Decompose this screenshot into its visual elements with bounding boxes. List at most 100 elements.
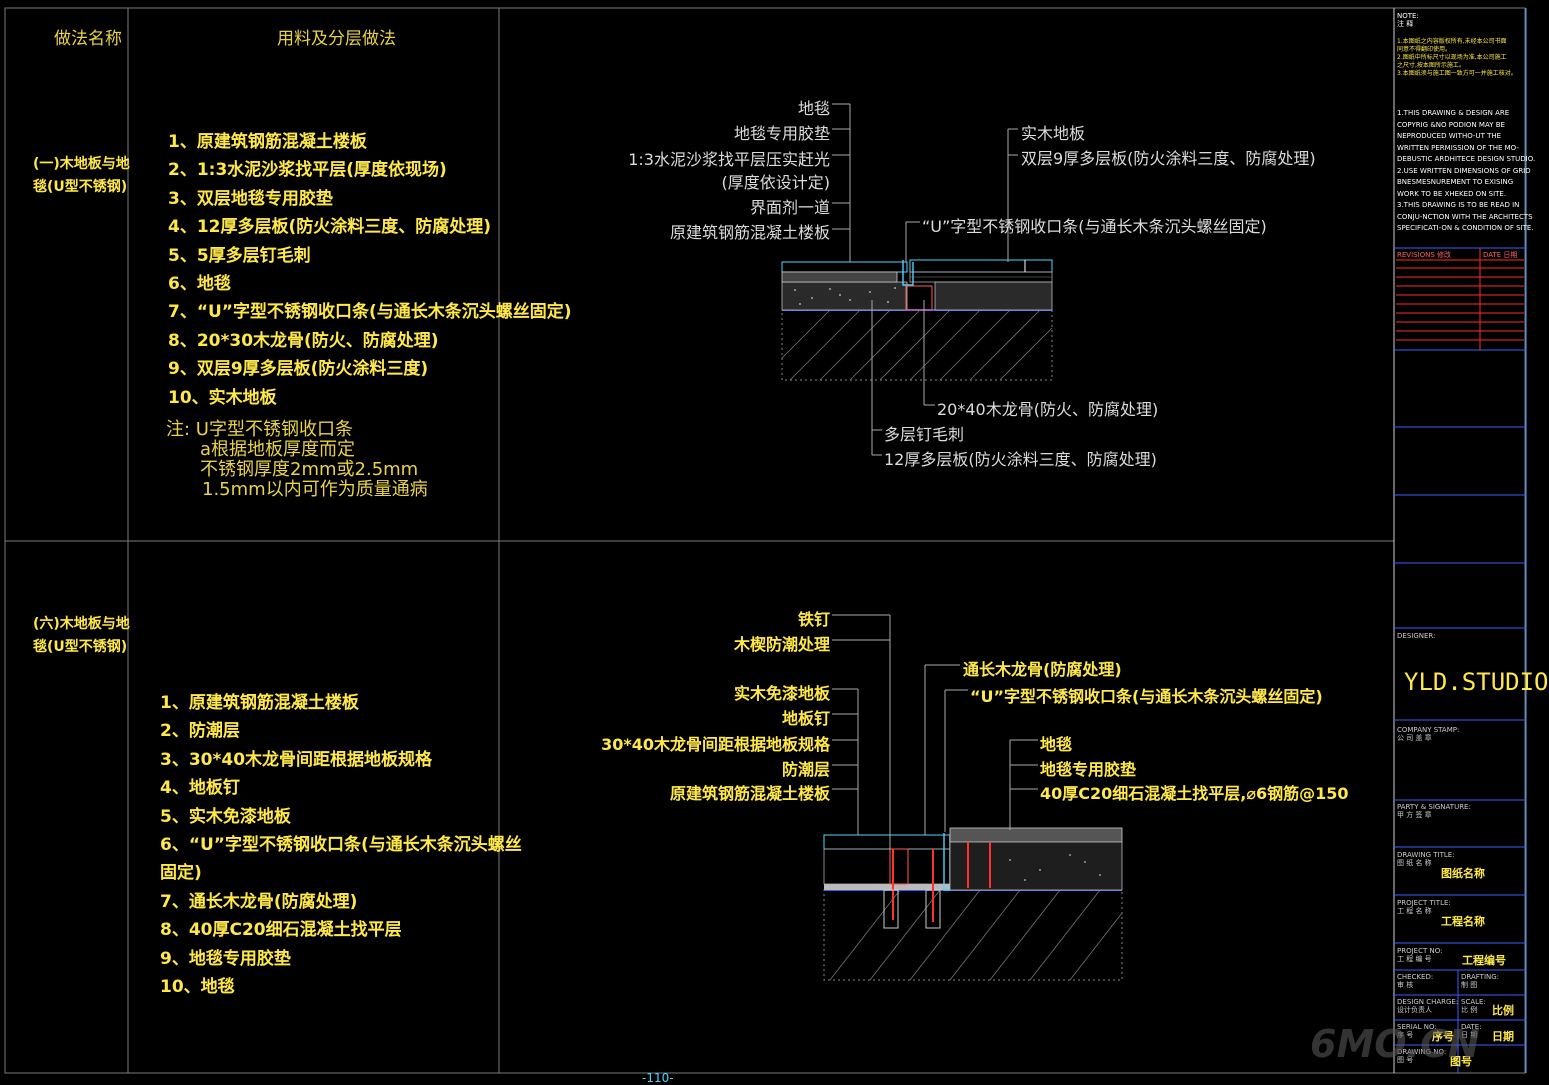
note-line: 不锈钢厚度2mm或2.5mm <box>200 459 419 480</box>
tb-notes-cn: 1.本图纸之内容版权所有,未经本公司书面 同意不得翻印使用。 2.图纸中所标尺寸… <box>1397 38 1517 78</box>
tb-text: 比 例 <box>1461 1006 1478 1014</box>
tb-text: 1.本图纸之内容版权所有,未经本公司书面 <box>1397 38 1507 45</box>
step-item: 10、地毯 <box>160 977 235 998</box>
d1-label: 双层9厚多层板(防火涂料三度、防腐处理) <box>1021 149 1316 168</box>
section1-title-line: (一)木地板与地 <box>33 156 130 172</box>
tb-text: CONJU-NCTION WITH THE ARCHITECTS <box>1397 212 1533 221</box>
tb-text: 公 司 盖 章 <box>1397 734 1432 742</box>
d2-label: 通长木龙骨(防腐处理) <box>963 660 1122 679</box>
step-item: 10、实木地板 <box>168 387 277 408</box>
section2-title-line: 毯(U型不锈钢) <box>33 639 128 655</box>
d1-label: (厚度依设计定) <box>721 173 831 192</box>
tb-text: CHECKED: <box>1397 973 1434 981</box>
detail-1-section <box>781 103 1053 456</box>
tb-designer: DESIGNER: <box>1397 632 1436 640</box>
tb-text: SPECIFICATI-ON & CONDITION OF SITE. <box>1397 224 1534 232</box>
d1-label: 多层钉毛刺 <box>884 425 965 444</box>
step-item: 1、原建筑钢筋混凝土楼板 <box>160 693 359 713</box>
section1-note: 注: U字型不锈钢收口条 a根据地板厚度而定 不锈钢厚度2mm或2.5mm 1.… <box>166 420 428 500</box>
tb-text: PARTY & SIGNATURE: <box>1397 803 1471 811</box>
d2-label: 防潮层 <box>781 760 830 779</box>
d2-label: 地板钉 <box>781 709 830 728</box>
tb-date2: DATE: 日 期 <box>1461 1023 1482 1039</box>
d2-label: 地毯专用胶垫 <box>1040 760 1137 779</box>
tb-text: 甲 方 签 章 <box>1397 811 1432 819</box>
tb-notes-en: 1.THIS DRAWING & DESIGN ARE COPYRIG &NO … <box>1397 108 1535 235</box>
tb-text: PROJECT TITLE: <box>1397 899 1451 907</box>
tb-project-no-value: 工程编号 <box>1462 954 1506 967</box>
tb-text: 序 号 <box>1397 1031 1414 1039</box>
step-item: 4、12厚多层板(防火涂料三度、防腐处理) <box>168 217 492 238</box>
tb-text: 设计负责人 <box>1397 1006 1432 1014</box>
tb-project-no: PROJECT NO: 工 程 编 号 <box>1397 947 1442 963</box>
d1-label: 实木地板 <box>1021 124 1086 143</box>
section2-title: (六)木地板与地 毯(U型不锈钢) <box>33 613 130 659</box>
d1-label: 界面剂一道 <box>749 198 830 217</box>
step-item: 2、防潮层 <box>160 721 240 742</box>
tb-text: DRAFTING: <box>1461 973 1500 981</box>
tb-text: PROJECT NO: <box>1397 947 1443 955</box>
tb-company-stamp: COMPANY STAMP: 公 司 盖 章 <box>1397 726 1459 742</box>
tb-text: COMPANY STAMP: <box>1397 726 1460 734</box>
page-number: -110- <box>642 1071 674 1085</box>
d2-label: 实木免漆地板 <box>733 684 830 703</box>
d2-label: 40厚C20细石混凝土找平层,⌀6钢筋@150 <box>1040 784 1349 803</box>
d2-label: 原建筑钢筋混凝土楼板 <box>669 784 830 803</box>
tb-text: DESIGN CHARGE: <box>1397 998 1459 1006</box>
tb-text: 注 释 <box>1397 20 1414 28</box>
tb-text: DRAWING NO: <box>1397 1048 1447 1056</box>
d2-label: 木楔防潮处理 <box>733 635 830 654</box>
tb-drafting: DRAFTING: 制 图 <box>1461 973 1499 989</box>
tb-text: 图 纸 名 称 <box>1397 859 1432 867</box>
step-item: 6、地毯 <box>168 274 231 295</box>
step-item: 9、地毯专用胶垫 <box>160 948 291 969</box>
step-item: 8、40厚C20细石混凝土找平层 <box>160 920 402 941</box>
tb-text: COPYRIG &NO PODION MAY BE <box>1397 120 1505 129</box>
section1-title: (一)木地板与地 毯(U型不锈钢) <box>33 153 130 199</box>
step-item: 5、实木免漆地板 <box>160 806 291 827</box>
tb-text: 之尺寸,按本图所示施工。 <box>1397 62 1465 69</box>
tb-checked: CHECKED: 审 核 <box>1397 973 1433 989</box>
step-item: 7、通长木龙骨(防腐处理) <box>160 891 358 912</box>
step-item: 8、20*30木龙骨(防火、防腐处理) <box>168 330 439 351</box>
tb-note-head: NOTE: 注 释 <box>1397 12 1419 28</box>
detail-2-section <box>823 614 1123 981</box>
d1-label: “U”字型不锈钢收口条(与通长木条沉头螺丝固定) <box>922 217 1267 236</box>
d1-label: 12厚多层板(防火涂料三度、防腐处理) <box>884 450 1157 469</box>
tb-drawing-no-value: 图号 <box>1450 1055 1472 1068</box>
step-item: 7、“U”字型不锈钢收口条(与通长木条沉头螺丝固定) <box>168 302 572 323</box>
step-item: 3、30*40木龙骨间距根据地板规格 <box>160 749 433 770</box>
d1-label: 1:3水泥沙浆找平层压实赶光 <box>628 150 830 169</box>
step-item: 4、地板钉 <box>160 778 240 799</box>
tb-text: 3.THIS DRAWING IS TO BE READ IN <box>1397 201 1520 209</box>
d2-label: “U”字型不锈钢收口条(与通长木条沉头螺丝固定) <box>970 687 1323 706</box>
step-item: 9、双层9厚多层板(防火涂料三度) <box>168 359 429 380</box>
tb-text: SERIAL NO: <box>1397 1023 1437 1031</box>
step-item: 固定) <box>160 863 202 884</box>
tb-text: NEPRODUCED WITHO-UT THE <box>1397 132 1502 140</box>
d2-label: 30*40木龙骨间距根据地板规格 <box>601 735 830 754</box>
section1-steps: 1、原建筑钢筋混凝土楼板 2、1:3水泥沙浆找平层(厚度依现场) 3、双层地毯专… <box>168 128 572 412</box>
section2-steps: 1、原建筑钢筋混凝土楼板 2、防潮层 3、30*40木龙骨间距根据地板规格 4、… <box>160 689 522 1001</box>
section2-title-line: (六)木地板与地 <box>33 616 130 632</box>
header-materials: 用料及分层做法 <box>277 29 396 49</box>
tb-party-sig: PARTY & SIGNATURE: 甲 方 签 章 <box>1397 803 1471 819</box>
tb-serial-no: SERIAL NO: 序 号 <box>1397 1023 1437 1039</box>
tb-text: 审 核 <box>1397 981 1414 989</box>
tb-text: WORK TO BE XHEKED ON SITE. <box>1397 189 1507 198</box>
step-item: 3、双层地毯专用胶垫 <box>168 188 333 209</box>
tb-scale: SCALE: 比 例 <box>1461 998 1486 1014</box>
tb-scale-value: 比例 <box>1492 1004 1514 1017</box>
tb-drawing-no: DRAWING NO: 图 号 <box>1397 1048 1446 1064</box>
tb-text: 制 图 <box>1461 981 1478 989</box>
d1-label: 地毯专用胶垫 <box>733 124 830 143</box>
tb-revisions: REVISIONS 修改 <box>1397 251 1452 259</box>
step-item: 1、原建筑钢筋混凝土楼板 <box>168 132 367 152</box>
note-line: a根据地板厚度而定 <box>200 439 356 460</box>
tb-text: DATE: <box>1461 1023 1482 1031</box>
tb-drawing-title-value: 图纸名称 <box>1441 867 1485 880</box>
d2-label: 地毯 <box>1040 735 1073 754</box>
tb-text: NOTE: <box>1397 12 1419 20</box>
tb-text: DRAWING TITLE: <box>1397 851 1455 859</box>
